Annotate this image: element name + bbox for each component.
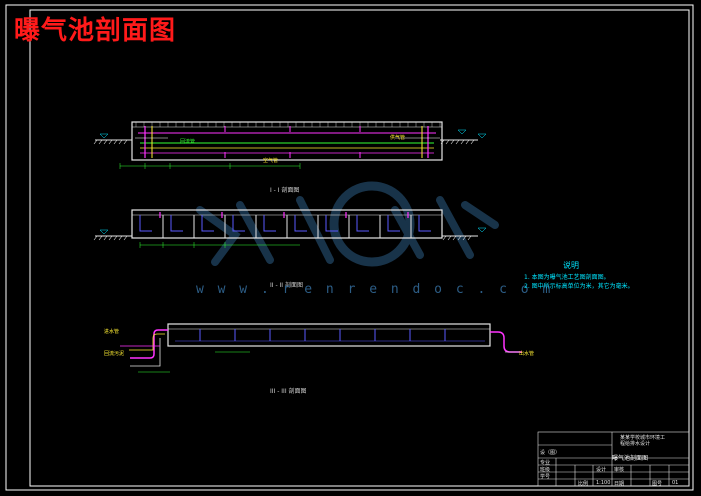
tb-design: 设计 — [596, 467, 607, 473]
tb-sheet-value: 01 — [672, 480, 679, 486]
label-air-pipe: 供气管 — [390, 135, 406, 141]
tb-row4: 学号 — [540, 474, 551, 480]
watermark-text: w w w . r e n r e n d o c . c o m — [196, 282, 554, 297]
section-1-drawing — [93, 121, 487, 169]
tb-school-1: 某某学校城市环境工 — [620, 435, 666, 441]
drawing-title: 曝气池剖面图 — [14, 16, 177, 46]
outer-frame — [5, 4, 694, 491]
tb-row1: 设（图） — [540, 450, 561, 456]
tb-school-2: 程给排水设计 — [620, 441, 651, 447]
label-inlet-pipe: 进水管 — [104, 329, 120, 335]
tb-sheet-label: 图号 — [652, 481, 663, 487]
notes-heading: 说明 — [563, 261, 579, 270]
section-1-label: I - I 剖面图 — [270, 187, 300, 194]
tb-scale-label: 比例 — [578, 481, 589, 487]
tb-drawing-name: 曝气池剖面图 — [612, 455, 649, 462]
label-air-main: 空气管 — [263, 158, 279, 164]
label-sludge-pipe: 回流污泥 — [104, 351, 125, 357]
tb-date-label: 日期 — [614, 481, 625, 487]
inner-frame — [29, 9, 690, 487]
tb-check: 审核 — [614, 467, 625, 473]
note-2: 2. 图中所示标高单位为米，其它为毫米。 — [524, 283, 634, 290]
section-3-label: III - III 剖面图 — [270, 388, 307, 395]
section-2-drawing — [93, 209, 487, 248]
label-outlet-pipe: 出水管 — [519, 351, 535, 357]
tb-row2: 专业 — [540, 460, 551, 466]
tb-row3: 班级 — [540, 467, 551, 473]
section-3-drawing — [120, 323, 522, 373]
label-return-pipe: 回流管 — [180, 139, 196, 145]
section-2-label: II - II 剖面图 — [270, 282, 303, 289]
tb-scale-value: 1:100 — [596, 480, 611, 486]
title-block-grid — [537, 431, 690, 487]
watermark-logo — [196, 181, 499, 267]
note-1: 1. 本图为曝气池工艺图剖面图。 — [524, 274, 610, 281]
